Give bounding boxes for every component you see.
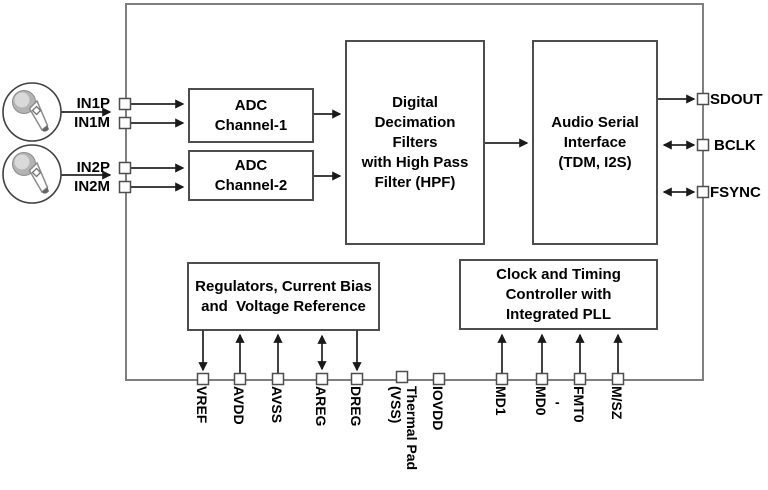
pin-label-msz: M/SZ [609, 386, 625, 420]
pin-label-fmt0: FMT0 [571, 386, 587, 423]
microphone-icon [2, 82, 62, 142]
pin-label-md0: MD0 [533, 386, 549, 416]
block-adc-channel-1: ADC Channel-1 [188, 88, 314, 143]
block-adc-channel-2-label: ADC Channel-2 [214, 156, 288, 194]
block-audio-serial-interface-label: Audio Serial Interface (TDM, I2S) [551, 113, 639, 171]
pin-label-thermal-pad: Thermal Pad (VSS) [388, 386, 420, 471]
pin-label-vref: VREF [194, 386, 210, 424]
pin-label-avdd: AVDD [231, 386, 247, 425]
block-audio-serial-interface: Audio Serial Interface (TDM, I2S) [532, 40, 658, 245]
pin-label-iovdd: IOVDD [430, 386, 446, 431]
block-adc-channel-1-label: ADC Channel-1 [214, 96, 288, 134]
pin-label-in1p: IN1P [76, 95, 110, 112]
block-decimation-filters: Digital Decimation Filters with High Pas… [345, 40, 485, 245]
block-regulators-label: Regulators, Current Bias and Voltage Ref… [195, 277, 372, 315]
block-regulators: Regulators, Current Bias and Voltage Ref… [187, 262, 380, 331]
block-clock-controller: Clock and Timing Controller with Integra… [459, 259, 658, 330]
pin-label-in2m: IN2M [74, 178, 110, 195]
pin-label-avss: AVSS [269, 386, 285, 424]
pin-label-in2p: IN2P [76, 159, 110, 176]
pin-label-dreg: DREG [348, 386, 364, 427]
stray-dash: - [555, 394, 560, 410]
pin-label-areg: AREG [313, 386, 329, 427]
pin-label-bclk: BCLK [714, 137, 756, 154]
block-adc-channel-2: ADC Channel-2 [188, 150, 314, 201]
block-clock-controller-label: Clock and Timing Controller with Integra… [496, 265, 621, 323]
block-decimation-filters-label: Digital Decimation Filters with High Pas… [361, 93, 469, 191]
pin-label-sdout: SDOUT [710, 91, 763, 108]
microphone-icon [2, 144, 62, 204]
pin-label-fsync: FSYNC [710, 184, 761, 201]
pin-label-in1m: IN1M [74, 114, 110, 131]
pin-label-md1: MD1 [493, 386, 509, 416]
